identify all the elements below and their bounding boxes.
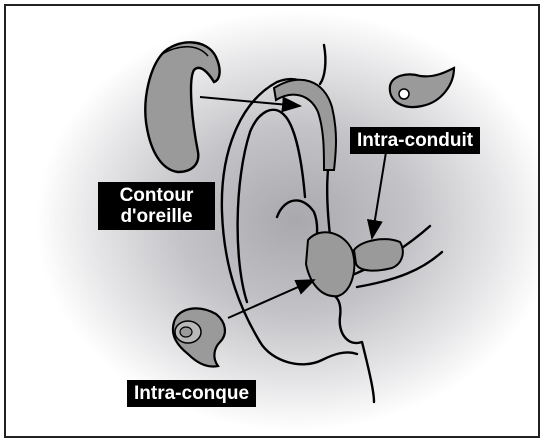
- itc-in-ear: [354, 239, 403, 270]
- ite-device-faceplate-inner: [180, 327, 192, 337]
- ear-lobe: [260, 342, 357, 364]
- bte-device: [145, 42, 219, 172]
- bte-on-ear: [274, 80, 336, 170]
- ear-tragus: [322, 292, 374, 402]
- ear-inner-fold: [238, 110, 305, 302]
- diagram-frame: Contour d'oreille Intra-conduit Intra-co…: [4, 4, 540, 438]
- arrow-conque: [228, 280, 314, 318]
- ear-diagram: [6, 6, 540, 438]
- hair-line: [320, 45, 325, 84]
- itc-device: [390, 68, 454, 107]
- arrow-conduit: [372, 152, 386, 238]
- label-intra-conduit: Intra-conduit: [350, 127, 480, 154]
- label-contour-oreille: Contour d'oreille: [98, 182, 215, 230]
- label-intra-conque: Intra-conque: [127, 380, 256, 407]
- ite-in-ear: [306, 232, 354, 296]
- itc-device-faceplate: [399, 89, 409, 99]
